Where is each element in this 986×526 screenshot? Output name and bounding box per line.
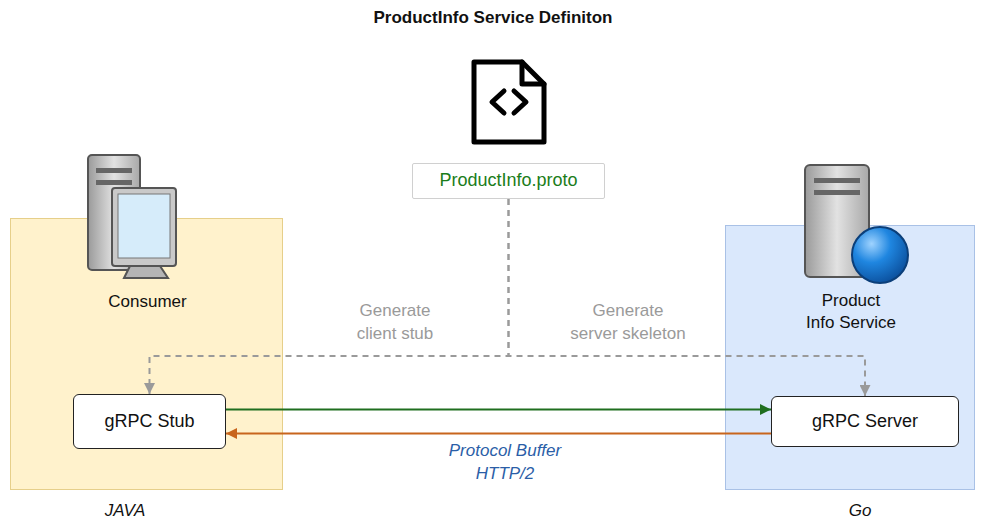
node-label: ProductInfo.proto xyxy=(439,169,577,192)
stub-box: gRPC Stub xyxy=(73,394,226,449)
call-arrow xyxy=(226,433,771,435)
generate-arrow xyxy=(150,199,509,394)
call-arrow xyxy=(226,409,771,411)
proto-file-box: ProductInfo.proto xyxy=(412,163,605,199)
server-box: gRPC Server xyxy=(771,396,959,447)
computer-icon xyxy=(88,155,176,278)
edge-label: Generate server skeleton xyxy=(563,300,693,346)
file-icon xyxy=(474,62,544,142)
language-label: Go xyxy=(820,500,900,523)
server-icon xyxy=(805,165,908,283)
edge-label: Generate client stub xyxy=(330,300,460,346)
generate-arrow xyxy=(509,199,866,396)
node-label: Product Info Service xyxy=(786,290,916,334)
diagram-title: ProductInfo Service Definiton xyxy=(0,8,986,28)
node-label: gRPC Server xyxy=(812,410,918,433)
node-label: gRPC Stub xyxy=(104,410,194,433)
protocol-label: Protocol Buffer HTTP/2 xyxy=(430,440,580,486)
language-label: JAVA xyxy=(85,500,165,523)
node-label: Consumer xyxy=(48,291,248,313)
